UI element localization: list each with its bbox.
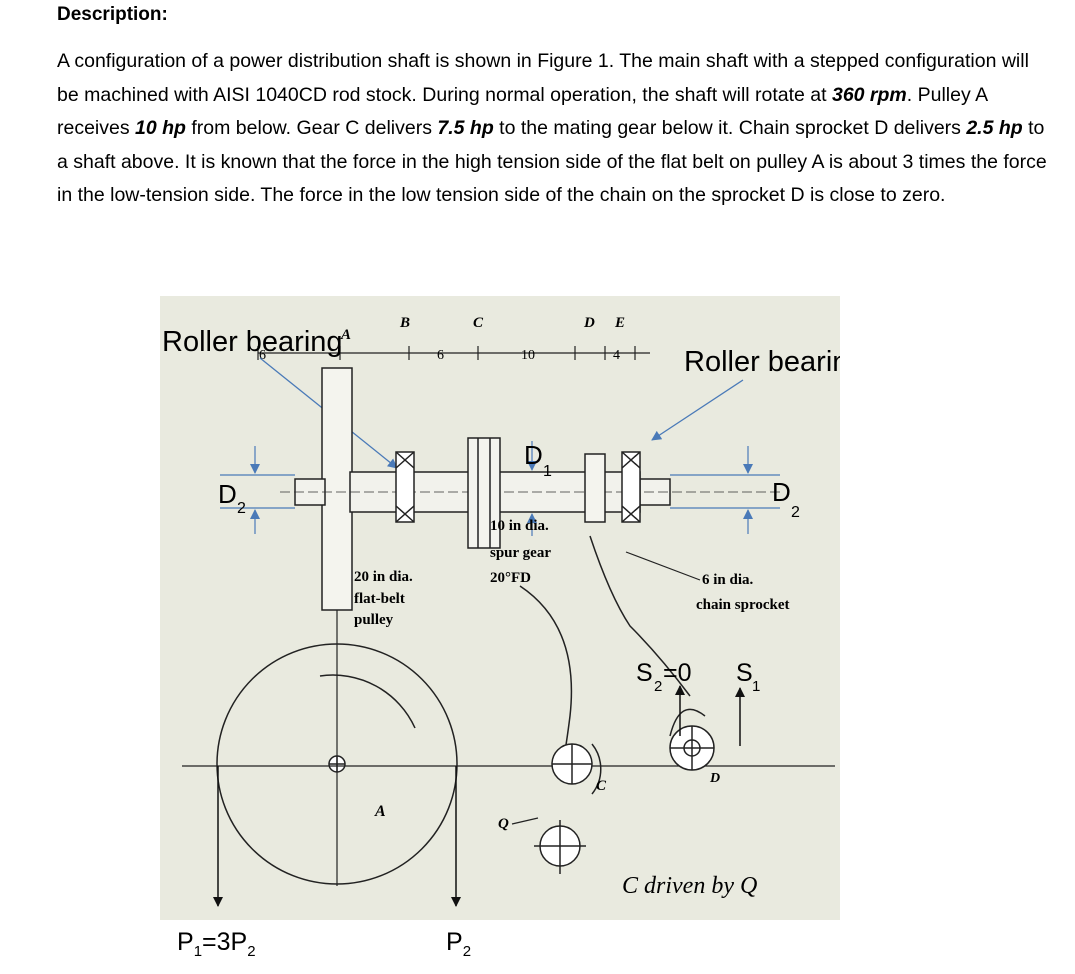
sprocket-hub [584, 453, 606, 523]
pulley-label-line-3: pulley [354, 612, 394, 628]
label-letter-c: C [473, 315, 484, 331]
pulley-label-line-2: flat-belt [354, 591, 405, 607]
d2-label-left: D [218, 479, 237, 509]
label-letter-e: E [614, 315, 625, 331]
roller-bearing-label-left: Roller bearing [162, 326, 343, 358]
s1-label-sub: 1 [752, 678, 760, 695]
gear-letter-c: C [596, 778, 607, 794]
description-emphasis: 7.5 hp [437, 117, 494, 140]
s2-label-sub: 2 [654, 678, 662, 695]
d2-label-right: D [772, 477, 791, 507]
description-text-run: to a shaft above. It is known that the f… [57, 117, 1047, 207]
s2-label: S [636, 659, 653, 687]
description-text-run: . Pulley A receives [57, 83, 987, 140]
bearing-leader-right [651, 379, 744, 441]
sprocket-label-line-2: chain sprocket [696, 597, 789, 613]
pulley-letter-a: A [374, 803, 386, 820]
sprocket-leader [625, 551, 701, 581]
d2-label-right-sub: 2 [791, 504, 800, 521]
bearing-b [395, 451, 415, 523]
p1-eq: =3P [202, 928, 248, 956]
s1-label: S [736, 659, 753, 687]
d2-dimension-lines [220, 446, 780, 534]
driver-letter-q: Q [498, 816, 509, 832]
label-letter-a-top: A [340, 327, 351, 343]
label-letter-b: B [399, 315, 410, 331]
pulley-rim [321, 367, 353, 611]
description-emphasis: 10 hp [135, 117, 186, 140]
p1-main: P [177, 928, 194, 956]
gear-end-view [519, 585, 602, 874]
dim-label-3: 10 [521, 348, 535, 363]
d2-label-left-sub: 2 [237, 500, 246, 517]
description-paragraph: A configuration of a power distribution … [57, 45, 1047, 213]
dim-label-2: 6 [437, 348, 444, 363]
description-emphasis: 360 rpm [831, 83, 907, 106]
d1-label: D [524, 440, 543, 470]
p2-label: P2 [446, 928, 471, 960]
driven-by-caption: C driven by Q [622, 873, 757, 899]
sprocket-label-line-1: 6 in dia. [702, 572, 754, 588]
sprocket-letter-d: D [709, 771, 720, 786]
spur-gear-hub [467, 437, 501, 549]
gear-label-line-1: 10 in dia. [490, 518, 549, 534]
figure-1-shaft-diagram: 6 6 10 4 A B C D E Roller bearing Roller… [160, 296, 865, 920]
d1-label-sub: 1 [543, 463, 552, 480]
p2-sub: 2 [462, 943, 472, 960]
bearing-e [621, 451, 641, 523]
dim-label-4: 4 [613, 348, 620, 363]
s2-label-value: =0 [663, 659, 692, 687]
description-emphasis: 2.5 hp [966, 117, 1023, 140]
q-leader [511, 817, 539, 825]
dimension-chain [257, 346, 650, 360]
p2-main: P [446, 928, 463, 956]
gear-label-line-3: 20°FD [490, 570, 531, 586]
p1-label: P1=3P2 [177, 928, 256, 960]
figure-background [160, 296, 840, 920]
dim-label-1: 6 [259, 348, 266, 363]
description-text-run: from below. Gear C delivers [185, 117, 438, 140]
sprocket-end-view [589, 535, 715, 771]
pulley-label-line-1: 20 in dia. [354, 569, 413, 585]
p1-eq-sub: 2 [247, 943, 256, 960]
description-title: Description: [57, 4, 168, 25]
description-text-run: A configuration of a power distribution … [57, 50, 1029, 106]
description-text-run: to the mating gear below it. Chain sproc… [493, 117, 967, 140]
label-letter-d: D [583, 315, 595, 331]
roller-bearing-label-right: Roller bearing [684, 346, 840, 378]
p1-sub: 1 [193, 943, 203, 960]
gear-label-line-2: spur gear [490, 545, 551, 561]
